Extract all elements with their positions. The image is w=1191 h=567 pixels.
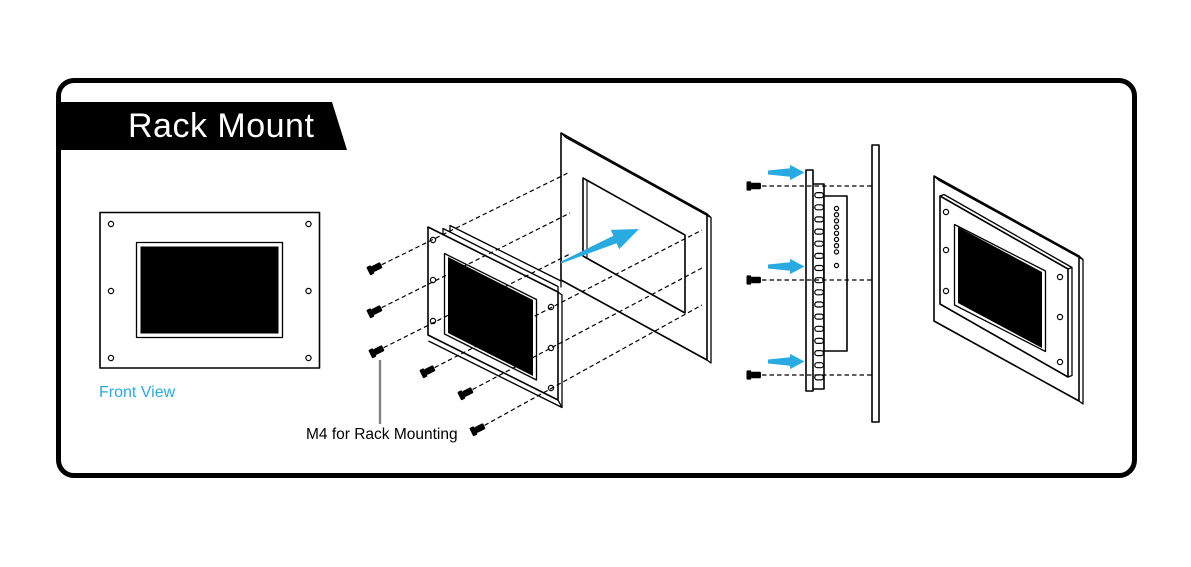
side-view-drawing (746, 144, 880, 423)
exploded-view-drawing (366, 132, 712, 437)
screw-guide-lines (374, 171, 703, 430)
monitor-chassis (442, 224, 562, 292)
mounted-monitor-bezel (939, 193, 1073, 378)
side-screw-guide-lines (762, 185, 874, 376)
front-screen-frame (135, 241, 284, 339)
rack-panel (560, 132, 712, 364)
banner-title: Rack Mount (128, 107, 315, 145)
side-vent-slots (814, 192, 824, 381)
insertion-arrow-icon (561, 229, 639, 264)
side-rack-panel (871, 144, 880, 423)
m4-note-label: M4 for Rack Mounting (306, 426, 458, 443)
front-view-drawing (99, 211, 321, 369)
side-chassis-body (823, 195, 848, 352)
mounted-screen-frame (953, 223, 1047, 353)
m4-screws (366, 262, 486, 437)
mounted-view-drawing (933, 175, 1084, 405)
side-connector-holes (833, 205, 840, 269)
title-banner: Rack Mount (56, 102, 347, 150)
direction-arrow-icons (768, 164, 805, 370)
mounted-mounting-holes (942, 208, 1064, 366)
monitor-bezel (427, 226, 563, 409)
front-screen (140, 246, 279, 334)
side-m4-screws (746, 181, 761, 380)
monitor-screen-frame (443, 252, 538, 381)
mounted-screen (958, 227, 1042, 348)
monitor-screen (448, 257, 533, 376)
front-mounting-holes (107, 220, 312, 362)
front-view-label: Front View (99, 384, 176, 401)
